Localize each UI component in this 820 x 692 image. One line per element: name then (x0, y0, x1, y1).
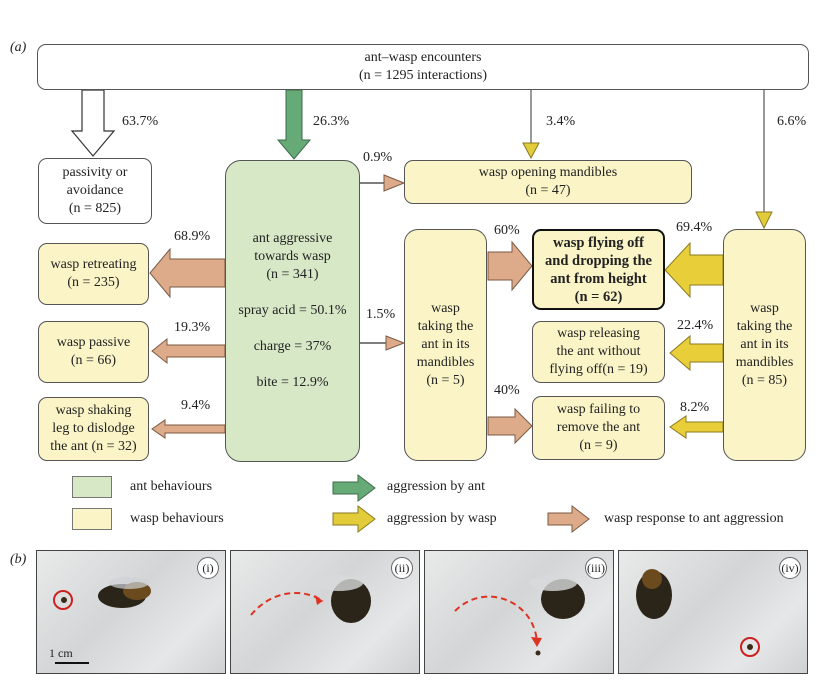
pct-flying-off-from-5: 60% (494, 223, 520, 238)
legend-swatch-wasp (72, 508, 112, 530)
arrow-wasp-failing (669, 415, 724, 439)
box-wasp-retreating: wasp retreating (n = 235) (38, 243, 149, 305)
box-ant-aggressive: ant aggressive towards wasp (n = 341) sp… (225, 160, 360, 462)
legend-swatch-ant (72, 476, 112, 498)
legend-arrow-response (547, 504, 590, 534)
box-wasp-failing: wasp failing to remove the ant (n = 9) (532, 396, 665, 460)
pct-failing-from-5: 40% (494, 383, 520, 398)
pct-response-taking-5: 1.5% (366, 307, 396, 322)
photo-iv: (iv) (618, 550, 808, 674)
arrow-response-shaking (151, 419, 226, 439)
legend-arrow-wasp (332, 504, 376, 534)
box-wasp-taking-85: wasp taking the ant in its mandibles (n … (723, 229, 806, 461)
box-wasp-passive: wasp passive (n = 66) (38, 321, 149, 383)
pct-ant-aggressive: 26.3% (313, 114, 350, 129)
legend-aggression-by-wasp: aggression by wasp (387, 511, 497, 526)
photo-label-iii: (iii) (585, 557, 607, 579)
legend-ant-behaviours: ant behaviours (130, 479, 213, 494)
arrow-to-ant-aggressive (276, 89, 312, 160)
arrow-response-flying-off (487, 240, 533, 292)
box-wasp-shaking: wasp shaking leg to dislodge the ant (n … (38, 397, 149, 461)
arrow-to-passivity (70, 89, 116, 157)
box-wasp-opening-mandibles: wasp opening mandibles (n = 47) (404, 160, 692, 204)
arrow-response-opening (383, 174, 406, 192)
arrow-wasp-flying-off (664, 241, 724, 299)
arrow-to-wasp-taking-85 (755, 211, 773, 230)
pct-flying-off-from-85: 69.4% (676, 220, 713, 235)
arrow-to-wasp-opening (522, 142, 540, 160)
panel-a-label: (a) (10, 40, 27, 55)
pct-wasp-opening: 3.4% (546, 114, 576, 129)
photo-label-i: (i) (197, 557, 219, 579)
pct-passive: 19.3% (174, 320, 211, 335)
legend-wasp-response: wasp response to ant aggression (604, 511, 784, 526)
arrow-response-passive (151, 337, 226, 365)
panel-b-label: (b) (10, 552, 27, 567)
box-passivity: passivity or avoidance (n = 825) (38, 158, 152, 224)
arrow-wasp-releasing (669, 334, 724, 372)
legend-wasp-behaviours: wasp behaviours (130, 511, 224, 526)
pct-passivity: 63.7% (122, 114, 159, 129)
arrow-response-retreating (149, 247, 226, 299)
arrow-response-failing (487, 407, 533, 445)
box-wasp-releasing: wasp releasing the ant without flying of… (532, 321, 665, 383)
scale-bar-label: 1 cm (49, 646, 73, 660)
box-wasp-flying-off: wasp flying off and dropping the ant fro… (532, 229, 665, 310)
arrow-response-taking-5 (385, 335, 406, 351)
pct-releasing: 22.4% (677, 318, 714, 333)
box-encounters: ant–wasp encounters (n = 1295 interactio… (37, 44, 809, 90)
photo-iii: (iii) (424, 550, 614, 674)
pct-response-opening: 0.9% (363, 150, 393, 165)
pct-retreating: 68.9% (174, 229, 211, 244)
photo-ii: (ii) (230, 550, 420, 674)
legend-arrow-ant (332, 473, 376, 503)
pct-failing-from-85: 8.2% (680, 400, 710, 415)
pct-wasp-taking-85: 6.6% (777, 114, 807, 129)
photo-label-ii: (ii) (391, 557, 413, 579)
photo-label-iv: (iv) (779, 557, 801, 579)
legend-aggression-by-ant: aggression by ant (387, 479, 485, 494)
pct-shaking: 9.4% (181, 398, 211, 413)
photo-i: 1 cm (i) (36, 550, 226, 674)
box-wasp-taking-5: wasp taking the ant in its mandibles (n … (404, 229, 487, 461)
